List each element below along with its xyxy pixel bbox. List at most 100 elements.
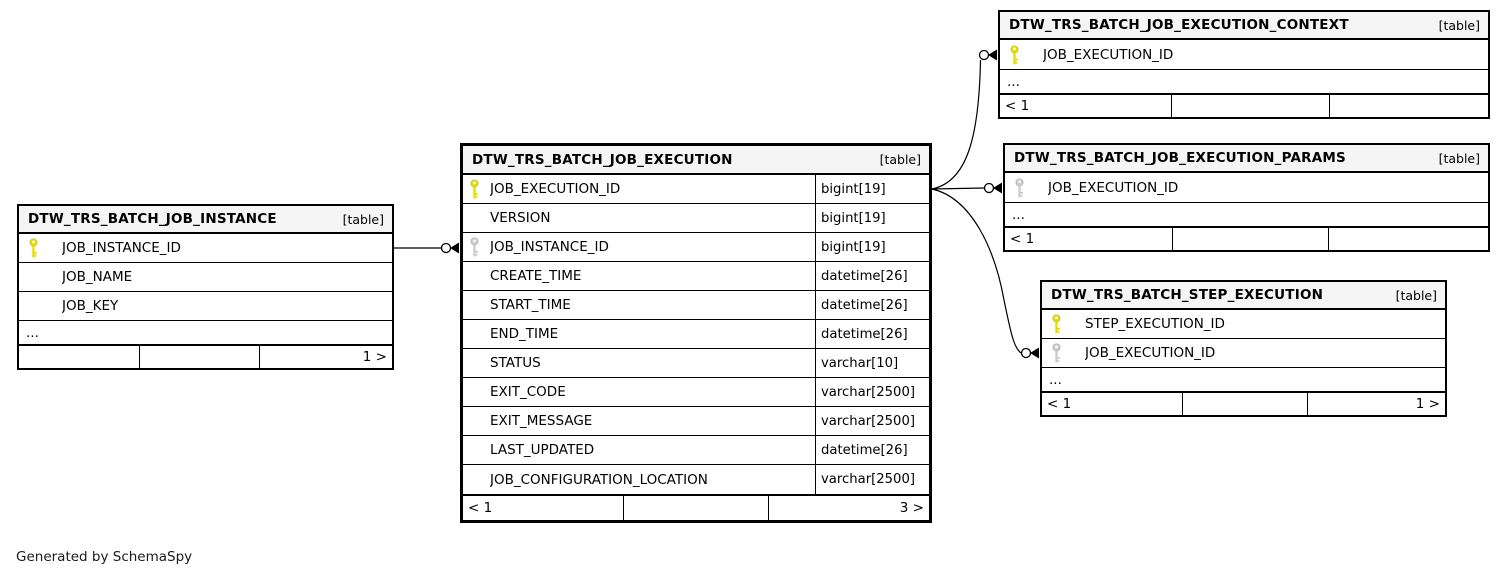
column-type: datetime[26] <box>815 291 929 319</box>
table-header-job-execution-context[interactable]: DTW_TRS_BATCH_JOB_EXECUTION_CONTEXT [tab… <box>1000 12 1488 40</box>
footer-mid-cell <box>140 346 260 368</box>
footer-child-count <box>1330 95 1488 117</box>
zero-circle-marker <box>440 242 452 254</box>
column-name: CREATE_TIME <box>490 268 582 284</box>
column-type: datetime[26] <box>815 436 929 464</box>
column-type: varchar[2500] <box>815 407 929 435</box>
primary-key-icon <box>28 238 62 258</box>
crowfoot-marker <box>988 49 997 61</box>
column-row: JOB_INSTANCE_ID <box>19 234 392 263</box>
column-row: LAST_UPDATED datetime[26] <box>463 436 929 465</box>
footer-parent-count: < 1 <box>463 496 624 520</box>
table-footer: < 1 3 > <box>463 494 929 520</box>
column-type: varchar[10] <box>815 349 929 377</box>
column-name: EXIT_MESSAGE <box>490 413 593 429</box>
hidden-columns-ellipsis: ... <box>26 324 39 341</box>
column-row: STATUS varchar[10] <box>463 349 929 378</box>
table-step-execution: DTW_TRS_BATCH_STEP_EXECUTION [table] STE… <box>1040 280 1447 417</box>
table-footer: < 1 <box>1000 93 1488 117</box>
column-name: JOB_CONFIGURATION_LOCATION <box>490 471 708 488</box>
column-name: JOB_KEY <box>62 298 119 314</box>
column-row: STEP_EXECUTION_ID <box>1042 310 1445 339</box>
column-name: JOB_NAME <box>62 269 133 285</box>
edge-execution-to-context <box>931 49 997 190</box>
column-row: CREATE_TIME datetime[26] <box>463 262 929 291</box>
foreign-key-icon <box>1014 178 1048 198</box>
column-name: EXIT_CODE <box>490 384 566 400</box>
column-type: bigint[19] <box>815 233 929 261</box>
column-row: JOB_NAME <box>19 263 392 292</box>
table-header-job-instance[interactable]: DTW_TRS_BATCH_JOB_INSTANCE [table] <box>19 206 392 234</box>
column-name: JOB_EXECUTION_ID <box>1043 46 1174 63</box>
column-name: STATUS <box>490 355 541 371</box>
foreign-key-icon <box>1051 343 1085 363</box>
edge-instance-to-execution <box>394 242 459 254</box>
footer-mid-cell <box>1183 393 1308 415</box>
column-row: JOB_EXECUTION_ID <box>1000 40 1488 70</box>
column-row: JOB_EXECUTION_ID <box>1042 339 1445 368</box>
table-header-step-execution[interactable]: DTW_TRS_BATCH_STEP_EXECUTION [table] <box>1042 282 1445 310</box>
table-tag: [table] <box>1438 150 1480 166</box>
table-footer: 1 > <box>19 344 392 368</box>
table-title: DTW_TRS_BATCH_STEP_EXECUTION <box>1051 287 1324 303</box>
table-tag: [table] <box>879 152 921 167</box>
footer-mid-cell <box>1172 95 1330 117</box>
crowfoot-marker <box>993 182 1002 194</box>
hidden-columns-ellipsis: ... <box>1012 206 1025 223</box>
zero-circle-marker <box>1020 347 1032 359</box>
table-job-instance: DTW_TRS_BATCH_JOB_INSTANCE [table] JOB_I… <box>17 204 394 370</box>
table-title: DTW_TRS_BATCH_JOB_EXECUTION_PARAMS <box>1014 150 1346 166</box>
footer-parent-count: < 1 <box>1042 393 1183 415</box>
footer-child-count: 3 > <box>899 500 924 516</box>
foreign-key-icon <box>469 237 490 257</box>
column-row: JOB_KEY <box>19 292 392 321</box>
zero-circle-marker <box>983 182 995 194</box>
column-type: varchar[2500] <box>815 465 929 494</box>
column-row: JOB_INSTANCE_ID bigint[19] <box>463 233 929 262</box>
column-row: JOB_EXECUTION_ID <box>1005 173 1488 203</box>
table-header-job-execution-params[interactable]: DTW_TRS_BATCH_JOB_EXECUTION_PARAMS [tabl… <box>1005 145 1488 173</box>
crowfoot-marker <box>1030 347 1039 359</box>
column-type: datetime[26] <box>815 262 929 290</box>
column-name: JOB_EXECUTION_ID <box>490 181 621 197</box>
column-row: EXIT_MESSAGE varchar[2500] <box>463 407 929 436</box>
table-job-execution: DTW_TRS_BATCH_JOB_EXECUTION [table] JOB_… <box>460 143 932 523</box>
generated-by-note: Generated by SchemaSpy <box>16 549 193 565</box>
column-name: STEP_EXECUTION_ID <box>1085 316 1225 332</box>
table-job-execution-params: DTW_TRS_BATCH_JOB_EXECUTION_PARAMS [tabl… <box>1003 143 1490 252</box>
crowfoot-marker <box>450 242 459 254</box>
footer-mid-cell <box>624 496 769 520</box>
column-name: JOB_EXECUTION_ID <box>1085 345 1216 361</box>
table-header-job-execution[interactable]: DTW_TRS_BATCH_JOB_EXECUTION [table] <box>463 146 929 175</box>
footer-parent-count: < 1 <box>1005 228 1173 250</box>
footer-child-count: 1 > <box>362 349 387 365</box>
column-name: VERSION <box>490 210 551 226</box>
primary-key-icon <box>1051 314 1085 334</box>
column-name: JOB_INSTANCE_ID <box>62 240 181 256</box>
footer-parent-count: < 1 <box>1000 95 1172 117</box>
column-row: VERSION bigint[19] <box>463 204 929 233</box>
table-tag: [table] <box>342 211 384 227</box>
column-row: JOB_EXECUTION_ID bigint[19] <box>463 175 929 204</box>
column-name: LAST_UPDATED <box>490 442 595 458</box>
column-row: JOB_CONFIGURATION_LOCATION varchar[2500] <box>463 465 929 494</box>
footer-parent-count <box>19 346 140 368</box>
column-name: END_TIME <box>490 326 559 342</box>
primary-key-icon <box>1009 45 1043 65</box>
column-row: END_TIME datetime[26] <box>463 320 929 349</box>
table-title: DTW_TRS_BATCH_JOB_EXECUTION_CONTEXT <box>1009 17 1349 33</box>
hidden-columns-ellipsis: ... <box>1007 73 1020 90</box>
primary-key-icon <box>469 179 490 199</box>
edge-execution-to-params <box>931 182 1002 194</box>
column-name: START_TIME <box>490 297 571 313</box>
column-type: varchar[2500] <box>815 378 929 406</box>
column-type: bigint[19] <box>815 175 929 203</box>
table-title: DTW_TRS_BATCH_JOB_INSTANCE <box>28 211 277 227</box>
table-title: DTW_TRS_BATCH_JOB_EXECUTION <box>472 151 733 168</box>
table-footer: < 1 <box>1005 226 1488 250</box>
table-footer: < 1 1 > <box>1042 391 1445 415</box>
table-tag: [table] <box>1395 287 1437 303</box>
footer-child-count <box>1329 228 1488 250</box>
table-tag: [table] <box>1438 17 1480 33</box>
